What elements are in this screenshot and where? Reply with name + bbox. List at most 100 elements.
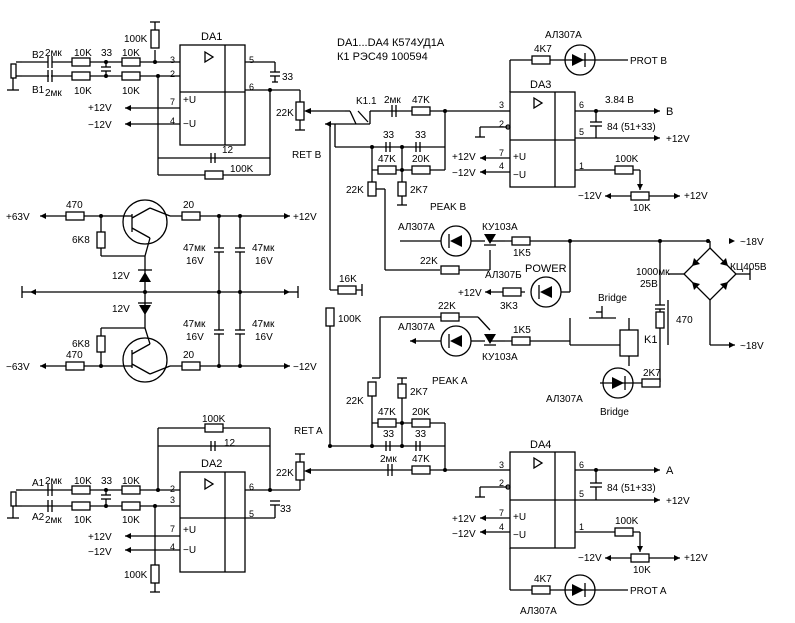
peak-a-indicator: 22K АЛ307А PEAK A КУ103А 1K5 [379,301,570,387]
opamp-da3: DA3 +U −U 3 2 7 4 6 5 1 +12V −12V B 3.84… [452,79,708,214]
svg-text:2мк: 2мк [45,476,62,487]
svg-text:20K: 20K [412,407,430,418]
svg-text:12: 12 [222,145,234,156]
svg-text:A1: A1 [32,478,45,489]
svg-text:2K7: 2K7 [410,387,428,398]
svg-text:47мк: 47мк [183,243,206,254]
svg-text:+12V: +12V [452,514,476,525]
svg-text:B: B [666,106,673,118]
svg-text:47K: 47K [378,154,396,165]
svg-text:КЦ405В: КЦ405В [730,262,767,273]
svg-text:+12V: +12V [88,103,112,114]
svg-text:470: 470 [66,350,83,361]
svg-text:Bridge: Bridge [600,407,629,418]
svg-text:+12V: +12V [458,288,482,299]
svg-text:+12V: +12V [666,134,690,145]
svg-text:84 (51+33): 84 (51+33) [607,483,656,494]
svg-text:6: 6 [579,460,584,470]
svg-text:33: 33 [280,504,292,515]
svg-text:2мк: 2мк [380,454,397,465]
svg-text:33: 33 [282,72,294,83]
svg-text:47K: 47K [378,407,396,418]
svg-text:16V: 16V [255,256,273,267]
svg-text:100K: 100K [202,414,226,425]
svg-text:100K: 100K [230,164,254,175]
da1-input-network: B2 B1 2мк 2мк 10K 10K 10K 10K 33 100K 12 [7,21,311,180]
svg-text:~18V: ~18V [740,341,764,352]
svg-text:47мк: 47мк [252,243,275,254]
svg-text:22K: 22K [276,468,294,479]
svg-text:−12V: −12V [88,120,112,131]
svg-text:22K: 22K [438,301,456,312]
svg-text:1: 1 [579,522,584,532]
da1-label: DA1 [201,31,222,43]
svg-text:K1.1: K1.1 [356,96,377,107]
svg-text:5: 5 [249,55,254,65]
svg-text:100K: 100K [615,154,639,165]
svg-text:10K: 10K [74,515,92,526]
svg-text:+12V: +12V [684,191,708,202]
svg-text:47мк: 47мк [252,319,275,330]
svg-text:4: 4 [499,161,504,171]
svg-text:PEAK B: PEAK B [430,202,466,213]
svg-text:47K: 47K [412,95,430,106]
svg-text:PROT B: PROT B [630,56,667,67]
svg-text:−12V: −12V [452,168,476,179]
svg-text:33: 33 [101,476,113,487]
svg-text:33: 33 [415,429,427,440]
svg-text:12V: 12V [112,304,130,315]
svg-text:+U: +U [513,512,526,523]
svg-text:33: 33 [415,130,427,141]
svg-text:1000мк: 1000мк [636,267,670,278]
svg-text:−12V: −12V [578,191,602,202]
svg-text:6K8: 6K8 [72,339,90,350]
svg-text:4K7: 4K7 [534,574,552,585]
svg-text:−12V: −12V [88,547,112,558]
svg-text:A: A [666,465,674,477]
da2-label: DA2 [201,458,222,470]
svg-text:−12V: −12V [578,553,602,564]
svg-text:470: 470 [676,315,693,326]
svg-text:2: 2 [499,119,504,129]
svg-text:10K: 10K [122,48,140,59]
svg-text:7: 7 [170,524,175,534]
svg-text:100K: 100K [338,314,362,325]
svg-text:16V: 16V [255,332,273,343]
svg-text:+U: +U [183,525,196,536]
note-line-1: DA1...DA4 К574УД1А [337,37,445,49]
svg-text:АЛ307А: АЛ307А [545,30,582,41]
svg-text:2: 2 [499,478,504,488]
da4-label: DA4 [530,439,551,451]
svg-text:1K5: 1K5 [513,248,531,259]
svg-text:2K7: 2K7 [410,185,428,196]
svg-text:−12V: −12V [293,362,317,373]
opamp-da2: DA2 +U −U 2 3 7 4 6 5 [170,458,254,573]
svg-text:A2: A2 [32,512,45,523]
note-line-2: К1 РЭС49 100594 [337,51,428,63]
svg-text:+12V: +12V [88,532,112,543]
svg-text:22K: 22K [346,396,364,407]
svg-text:100K: 100K [615,516,639,527]
svg-text:3.84 B: 3.84 B [605,95,634,106]
svg-text:12V: 12V [112,271,130,282]
svg-text:25B: 25B [640,279,658,290]
svg-text:+12V: +12V [452,152,476,163]
svg-text:10K: 10K [122,86,140,97]
svg-text:6K8: 6K8 [72,235,90,246]
svg-text:B2: B2 [32,50,45,61]
svg-text:16V: 16V [186,332,204,343]
svg-text:3: 3 [170,495,175,505]
svg-text:4K7: 4K7 [534,44,552,55]
svg-text:2: 2 [170,484,175,494]
svg-text:20: 20 [183,350,195,361]
svg-text:10K: 10K [74,476,92,487]
svg-text:33: 33 [383,429,395,440]
svg-text:1K5: 1K5 [513,325,531,336]
svg-text:6: 6 [579,100,584,110]
svg-text:−63V: −63V [6,362,30,373]
svg-text:100K: 100K [124,34,148,45]
svg-text:K1: K1 [644,334,657,346]
svg-text:10K: 10K [122,476,140,487]
svg-text:10K: 10K [122,515,140,526]
